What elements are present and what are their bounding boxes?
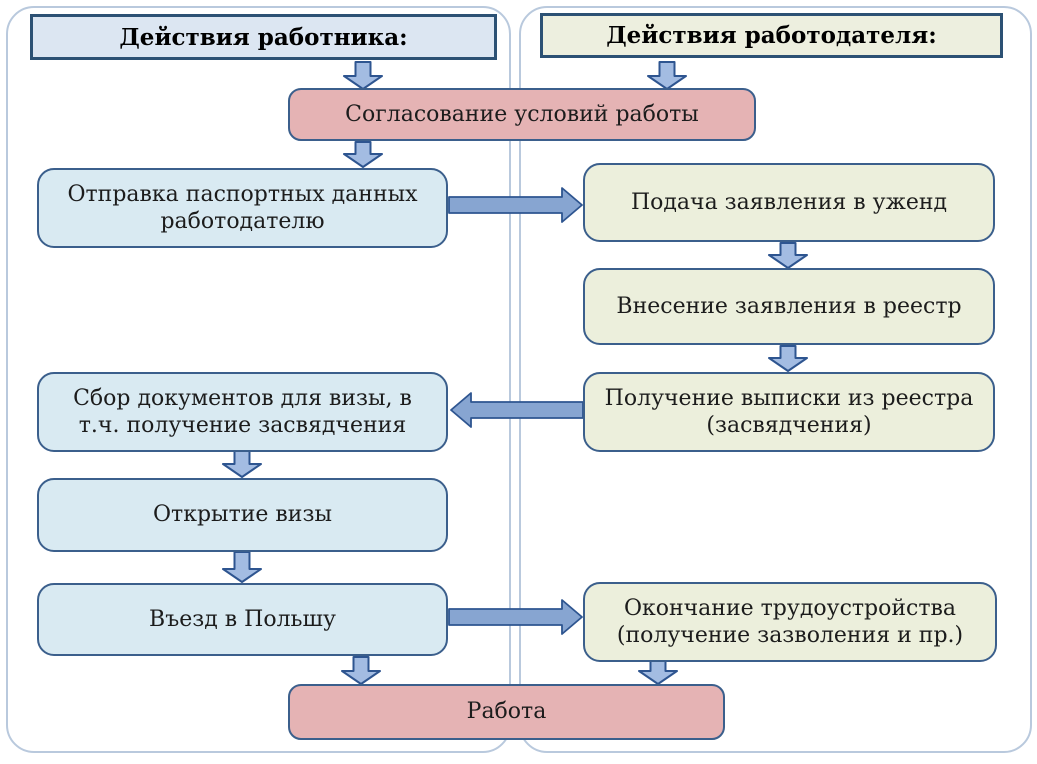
node-send-passport-data-label: Отправка паспортных данных работодателю — [67, 181, 418, 235]
arrow-right-send-passport-to-submit — [448, 187, 583, 223]
arrow-right-enter-to-complete — [448, 599, 583, 635]
node-work: Работа — [288, 684, 725, 740]
arrow-down-enter-to-work — [341, 656, 381, 685]
node-work-label: Работа — [466, 699, 547, 725]
node-enter-poland: Въезд в Польшу — [37, 583, 448, 656]
node-open-visa: Открытие визы — [37, 478, 448, 552]
node-collect-visa-documents: Сбор документов для визы, в т.ч. получен… — [37, 372, 448, 452]
arrow-down-agree-to-send-passport — [343, 141, 383, 168]
node-register-application: Внесение заявления в реестр — [583, 268, 995, 345]
arrow-down-employer-header-to-agree — [647, 61, 687, 90]
arrow-down-register-to-extract — [768, 345, 808, 372]
node-send-passport-data: Отправка паспортных данных работодателю — [37, 168, 448, 248]
node-submit-application: Подача заявления в уженд — [583, 163, 995, 242]
arrow-left-extract-to-collect — [450, 392, 584, 428]
node-open-visa-label: Открытие визы — [153, 502, 332, 528]
arrow-down-collect-to-open-visa — [222, 450, 262, 478]
node-get-registry-extract-label: Получение выписки из реестра (засвядчени… — [604, 385, 974, 439]
node-get-registry-extract: Получение выписки из реестра (засвядчени… — [583, 372, 995, 452]
node-complete-employment-label: Окончание трудоустройства (получение заз… — [616, 595, 964, 649]
arrow-down-submit-to-register — [768, 242, 808, 269]
node-collect-visa-documents-label: Сбор документов для визы, в т.ч. получен… — [73, 385, 412, 439]
arrow-down-open-visa-to-enter — [222, 551, 262, 583]
employer-column-header-label: Действия работодателя: — [606, 22, 937, 49]
arrow-down-worker-header-to-agree — [343, 61, 383, 90]
node-enter-poland-label: Въезд в Польшу — [149, 606, 336, 632]
node-register-application-label: Внесение заявления в реестр — [616, 293, 962, 319]
node-agree-terms-label: Согласование условий работы — [345, 101, 699, 127]
arrow-down-complete-to-work — [638, 660, 678, 685]
node-complete-employment: Окончание трудоустройства (получение заз… — [583, 582, 997, 662]
worker-column-header: Действия работника: — [30, 14, 497, 60]
node-submit-application-label: Подача заявления в уженд — [630, 189, 948, 215]
node-agree-terms: Согласование условий работы — [288, 88, 756, 141]
worker-column-header-label: Действия работника: — [119, 23, 408, 51]
employer-column-header: Действия работодателя: — [540, 13, 1003, 58]
